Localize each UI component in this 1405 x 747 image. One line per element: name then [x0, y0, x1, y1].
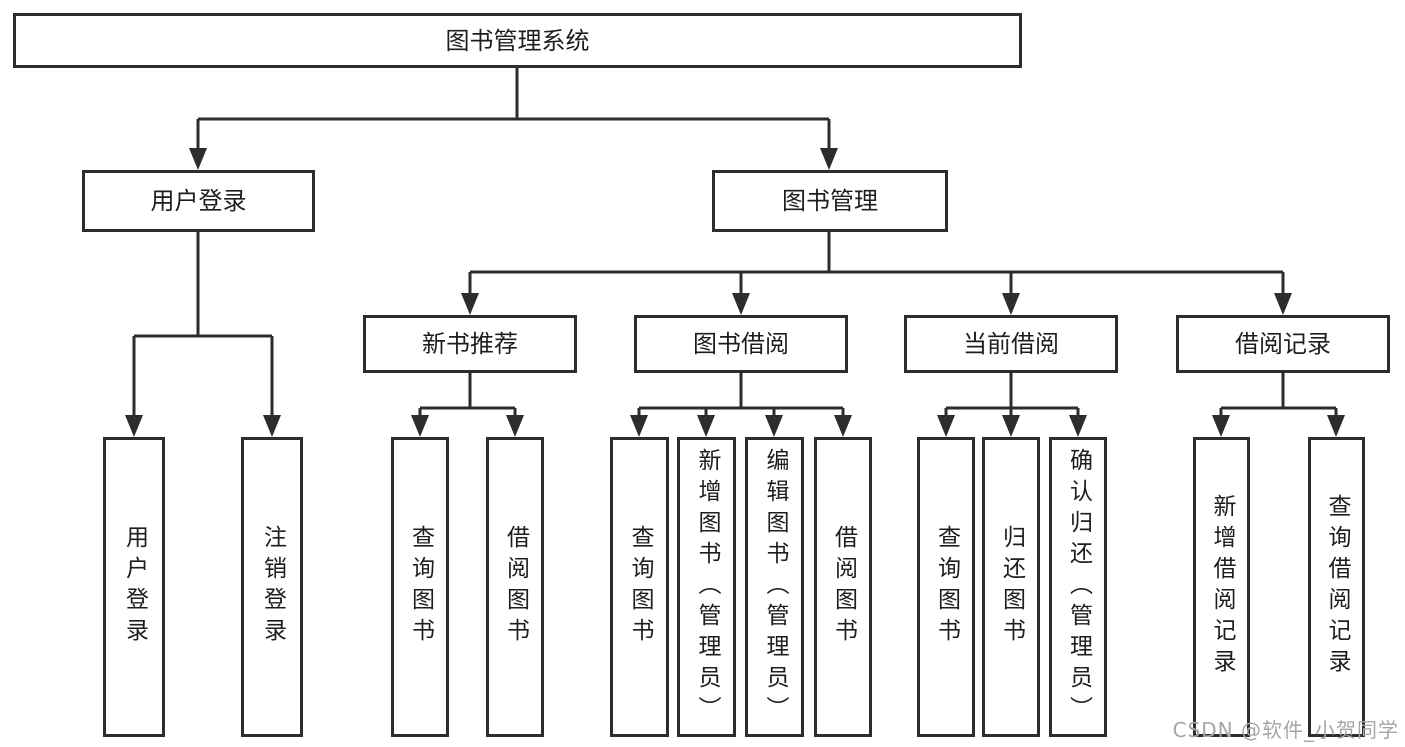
arrow-down-icon: [1002, 415, 1020, 437]
node-new-book-recommend: 新书推荐: [363, 315, 577, 373]
node-current-borrowing: 当前借阅: [904, 315, 1118, 373]
leaf-borrow-books-1: 借阅图书: [486, 437, 544, 737]
arrow-down-icon: [732, 293, 750, 315]
connector-records-to-leaves: [1219, 373, 1338, 417]
leaf-query-books-3: 查询图书: [917, 437, 975, 737]
connector-borrow-to-leaves: [637, 373, 845, 417]
leaf-confirm-return-admin: 确认归还（管理员）: [1049, 437, 1107, 737]
leaf-user-login: 用户登录: [103, 437, 165, 737]
connector-current-to-leaves: [944, 373, 1080, 417]
arrow-down-icon: [1327, 415, 1345, 437]
leaf-add-books-admin: 新增图书（管理员）: [677, 437, 736, 737]
leaf-return-books: 归还图书: [982, 437, 1040, 737]
csdn-watermark: CSDN @软件_小贺同学: [1172, 718, 1399, 742]
leaf-query-borrow-record: 查询借阅记录: [1308, 437, 1365, 737]
arrow-down-icon: [461, 293, 479, 315]
connector-root-to-level2: [196, 68, 831, 150]
node-borrow-records: 借阅记录: [1176, 315, 1390, 373]
leaf-query-books-2: 查询图书: [610, 437, 669, 737]
node-book-borrowing: 图书借阅: [634, 315, 848, 373]
arrow-down-icon: [125, 415, 143, 437]
arrow-down-icon: [411, 415, 429, 437]
arrow-down-icon: [820, 148, 838, 170]
arrow-down-icon: [630, 415, 648, 437]
leaf-logout: 注销登录: [241, 437, 303, 737]
node-user-login: 用户登录: [82, 170, 315, 232]
node-book-management: 图书管理: [712, 170, 948, 232]
arrow-down-icon: [1069, 415, 1087, 437]
leaf-query-books-1: 查询图书: [391, 437, 449, 737]
arrow-down-icon: [697, 415, 715, 437]
arrow-down-icon: [765, 415, 783, 437]
arrow-down-icon: [263, 415, 281, 437]
connector-bookmgmt-to-level3: [468, 232, 1285, 295]
node-library-system: 图书管理系统: [13, 13, 1022, 68]
leaf-edit-books-admin: 编辑图书（管理员）: [745, 437, 804, 737]
arrow-down-icon: [937, 415, 955, 437]
arrow-down-icon: [1002, 293, 1020, 315]
arrow-down-icon: [189, 148, 207, 170]
arrow-down-icon: [1274, 293, 1292, 315]
leaf-add-borrow-record: 新增借阅记录: [1193, 437, 1250, 737]
connector-userlogin-to-leaves: [132, 232, 274, 417]
arrow-down-icon: [1212, 415, 1230, 437]
connector-newbook-to-leaves: [418, 373, 517, 417]
arrow-down-icon: [506, 415, 524, 437]
arrow-down-icon: [834, 415, 852, 437]
leaf-borrow-books-2: 借阅图书: [814, 437, 872, 737]
